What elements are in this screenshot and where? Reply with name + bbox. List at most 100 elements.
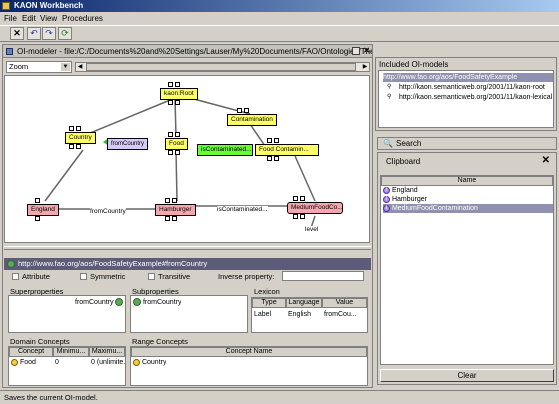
node-food-contamination[interactable]: Food Contamin... — [255, 144, 319, 156]
domain-col-minimum[interactable]: Minimu... — [53, 347, 89, 357]
search-bar[interactable]: 🔍 Search — [377, 137, 557, 150]
node-handle[interactable] — [175, 82, 180, 87]
table-cell[interactable]: Label — [254, 311, 272, 318]
splitter[interactable] — [4, 246, 371, 250]
scroll-right-icon[interactable]: ▶ — [362, 64, 368, 70]
range-concepts-table[interactable]: Concept Name Country — [130, 346, 368, 386]
node-handle[interactable] — [168, 82, 173, 87]
maximize-icon[interactable] — [352, 47, 360, 55]
lexicon-col-type[interactable]: Type — [252, 298, 286, 308]
node-handle[interactable] — [168, 150, 173, 155]
close-clipboard-icon[interactable]: ✕ — [541, 155, 550, 166]
refresh-icon[interactable]: ⟳ — [58, 27, 72, 40]
node-medium-food-contamination[interactable]: MediumFoodCo... — [287, 202, 343, 214]
node-handle[interactable] — [237, 108, 242, 113]
graph-canvas[interactable]: kaon:Root Country fromCountry Food Conta… — [4, 75, 370, 243]
property-icon — [133, 298, 141, 307]
included-models-tree[interactable]: http://www.fao.org/aos/FoodSafetyExample… — [378, 70, 554, 128]
node-handle[interactable] — [172, 216, 177, 221]
chevron-down-icon[interactable]: ▼ — [61, 63, 70, 71]
node-handle[interactable] — [69, 144, 74, 149]
node-handle[interactable] — [165, 216, 170, 221]
tree-item[interactable]: http://www.fao.org/aos/FoodSafetyExample — [383, 73, 553, 82]
node-handle[interactable] — [300, 214, 305, 219]
menu-procedures[interactable]: Procedures — [62, 14, 103, 23]
node-handle[interactable] — [76, 126, 81, 131]
node-hamburger[interactable]: Hamburger — [155, 204, 196, 216]
redo-icon[interactable]: ↷ — [42, 27, 56, 40]
attribute-checkbox[interactable] — [12, 273, 19, 280]
domain-col-maximum[interactable]: Maximu... — [89, 347, 125, 357]
node-handle[interactable] — [175, 150, 180, 155]
node-handle[interactable] — [35, 216, 40, 221]
node-handle[interactable] — [175, 100, 180, 105]
node-handle[interactable] — [172, 198, 177, 203]
lexicon-col-language[interactable]: Language — [286, 298, 322, 308]
node-handle[interactable] — [168, 100, 173, 105]
superproperties-list[interactable]: fromCountry — [8, 295, 126, 333]
clipboard-item[interactable]: I Hamburger — [383, 195, 553, 204]
node-handle[interactable] — [293, 214, 298, 219]
table-row[interactable]: Country — [133, 358, 166, 367]
node-handle[interactable] — [35, 198, 40, 203]
node-handle[interactable] — [165, 198, 170, 203]
node-contamination[interactable]: Contamination — [227, 114, 277, 126]
node-from-country[interactable]: fromCountry — [107, 138, 149, 150]
node-food[interactable]: Food — [165, 138, 188, 150]
node-handle[interactable] — [274, 156, 279, 161]
zoom-select[interactable]: Zoom ▼ — [6, 61, 72, 73]
node-is-contaminated[interactable]: isContaminated... — [197, 144, 253, 156]
scroll-thumb[interactable] — [86, 63, 356, 71]
included-models-title: Included OI-models — [379, 60, 449, 69]
node-country[interactable]: Country — [65, 132, 96, 144]
close-icon[interactable]: ✕ — [10, 27, 24, 40]
close-frame-icon[interactable]: ✕ — [363, 46, 370, 55]
subproperties-list[interactable]: fromCountry — [130, 295, 248, 333]
node-handle[interactable] — [300, 196, 305, 201]
node-england[interactable]: England — [27, 204, 59, 216]
lexicon-col-value[interactable]: Value — [322, 298, 367, 308]
table-cell[interactable]: 0 (unlimite... — [91, 359, 125, 366]
clipboard-item[interactable]: I England — [383, 186, 553, 195]
table-cell[interactable]: 0 — [55, 359, 59, 366]
node-handle[interactable] — [274, 138, 279, 143]
node-level[interactable]: level — [305, 226, 319, 233]
clipboard-col-name[interactable]: Name — [381, 176, 553, 186]
menu-file[interactable]: File — [4, 14, 17, 23]
table-row[interactable]: Food — [11, 358, 36, 367]
list-item[interactable]: fromCountry — [133, 298, 181, 307]
node-handle[interactable] — [76, 144, 81, 149]
table-cell[interactable]: English — [288, 311, 311, 318]
clipboard-table[interactable]: Name I England I Hamburger I MediumFoodC… — [380, 175, 554, 365]
clear-button[interactable]: Clear — [380, 369, 554, 382]
node-handle[interactable] — [293, 196, 298, 201]
table-cell[interactable]: fromCou... — [324, 311, 357, 318]
scroll-left-icon[interactable]: ◀ — [77, 64, 83, 70]
domain-concepts-table[interactable]: Concept Minimu... Maximu... Food 0 0 (un… — [8, 346, 126, 386]
frame-icon — [6, 48, 13, 55]
status-bar: Saves the current OI-model. — [0, 390, 559, 404]
node-handle[interactable] — [175, 132, 180, 137]
clipboard-item[interactable]: I MediumFoodContamination — [383, 204, 553, 213]
range-col-concept-name[interactable]: Concept Name — [131, 347, 367, 357]
tree-item[interactable]: http://kaon.semanticweb.org/2001/11/kaon… — [399, 94, 553, 101]
inverse-property-input[interactable] — [282, 271, 364, 281]
expand-icon[interactable]: ⚲ — [387, 94, 392, 100]
menu-edit[interactable]: Edit — [22, 14, 36, 23]
node-handle[interactable] — [69, 126, 74, 131]
undo-icon[interactable]: ↶ — [27, 27, 41, 40]
node-handle[interactable] — [267, 138, 272, 143]
domain-col-concept[interactable]: Concept — [9, 347, 53, 357]
horizontal-scrollbar[interactable]: ◀ ▶ — [75, 62, 370, 72]
transitive-checkbox[interactable] — [148, 273, 155, 280]
node-kaon-root[interactable]: kaon:Root — [160, 88, 198, 100]
expand-icon[interactable]: ⚲ — [387, 84, 392, 90]
node-handle[interactable] — [168, 132, 173, 137]
node-handle[interactable] — [244, 108, 249, 113]
list-item[interactable]: fromCountry — [75, 298, 124, 307]
tree-item[interactable]: http://kaon.semanticweb.org/2001/11/kaon… — [399, 84, 545, 91]
symmetric-checkbox[interactable] — [80, 273, 87, 280]
lexicon-table[interactable]: Type Language Value Label English fromCo… — [251, 297, 368, 333]
node-handle[interactable] — [267, 156, 272, 161]
menu-view[interactable]: View — [40, 14, 58, 23]
